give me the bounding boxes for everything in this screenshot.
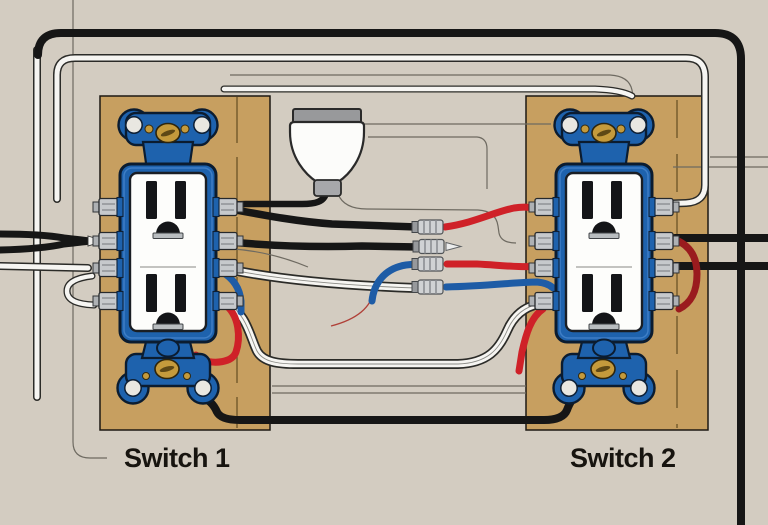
capped-wire-tip — [445, 241, 463, 252]
blue-wire-splice4 — [442, 278, 557, 292]
wire-connector-1 — [411, 219, 444, 235]
wire-connector-3 — [411, 256, 444, 272]
blue-wire-splice3 — [368, 260, 420, 305]
fixture-dome — [288, 120, 366, 184]
light-fixture — [288, 108, 366, 197]
wall-lines — [72, 0, 768, 459]
wire-connector-2 — [412, 238, 445, 255]
fixture-base — [313, 179, 342, 197]
wire-connector-4 — [411, 279, 444, 295]
white-wire-top — [54, 55, 708, 207]
label-switch-2: Switch 2 — [570, 443, 676, 473]
label-switch-1: Switch 1 — [124, 443, 230, 473]
black-wire-top-loop — [34, 29, 745, 525]
wire-connectors — [411, 219, 463, 295]
white-wires — [0, 46, 709, 401]
label-leader-line — [72, 0, 107, 459]
red-jumper-right — [672, 236, 701, 313]
